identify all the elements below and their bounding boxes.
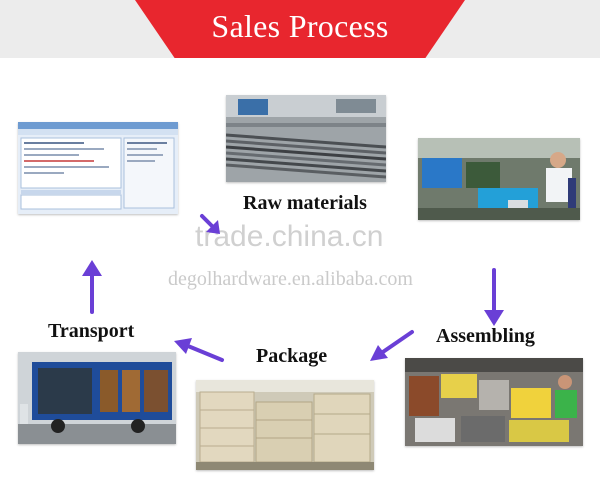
arrow-icon xyxy=(370,330,414,361)
arrow-icon xyxy=(82,260,102,314)
assembling-photo xyxy=(405,358,583,446)
raw-materials-photo xyxy=(226,95,386,182)
page-title: Sales Process xyxy=(211,8,389,44)
transport-photo xyxy=(18,352,176,444)
watermark-trade-china: trade.china.cn xyxy=(195,220,384,253)
package-photo xyxy=(196,380,374,470)
workshop-photo xyxy=(418,138,580,220)
watermark-store-domain: degolhardware.en.alibaba.com xyxy=(168,268,413,290)
step-label-transport: Transport xyxy=(48,320,135,342)
arrow-icon xyxy=(174,338,224,362)
step-label-raw-materials: Raw materials xyxy=(243,192,367,214)
arrow-icon xyxy=(200,214,220,234)
arrow-icon xyxy=(484,268,504,326)
title-banner: Sales Process xyxy=(135,0,465,58)
step-label-package: Package xyxy=(256,345,328,367)
order-chat-photo xyxy=(18,122,178,214)
step-label-assembling: Assembling xyxy=(436,325,535,347)
